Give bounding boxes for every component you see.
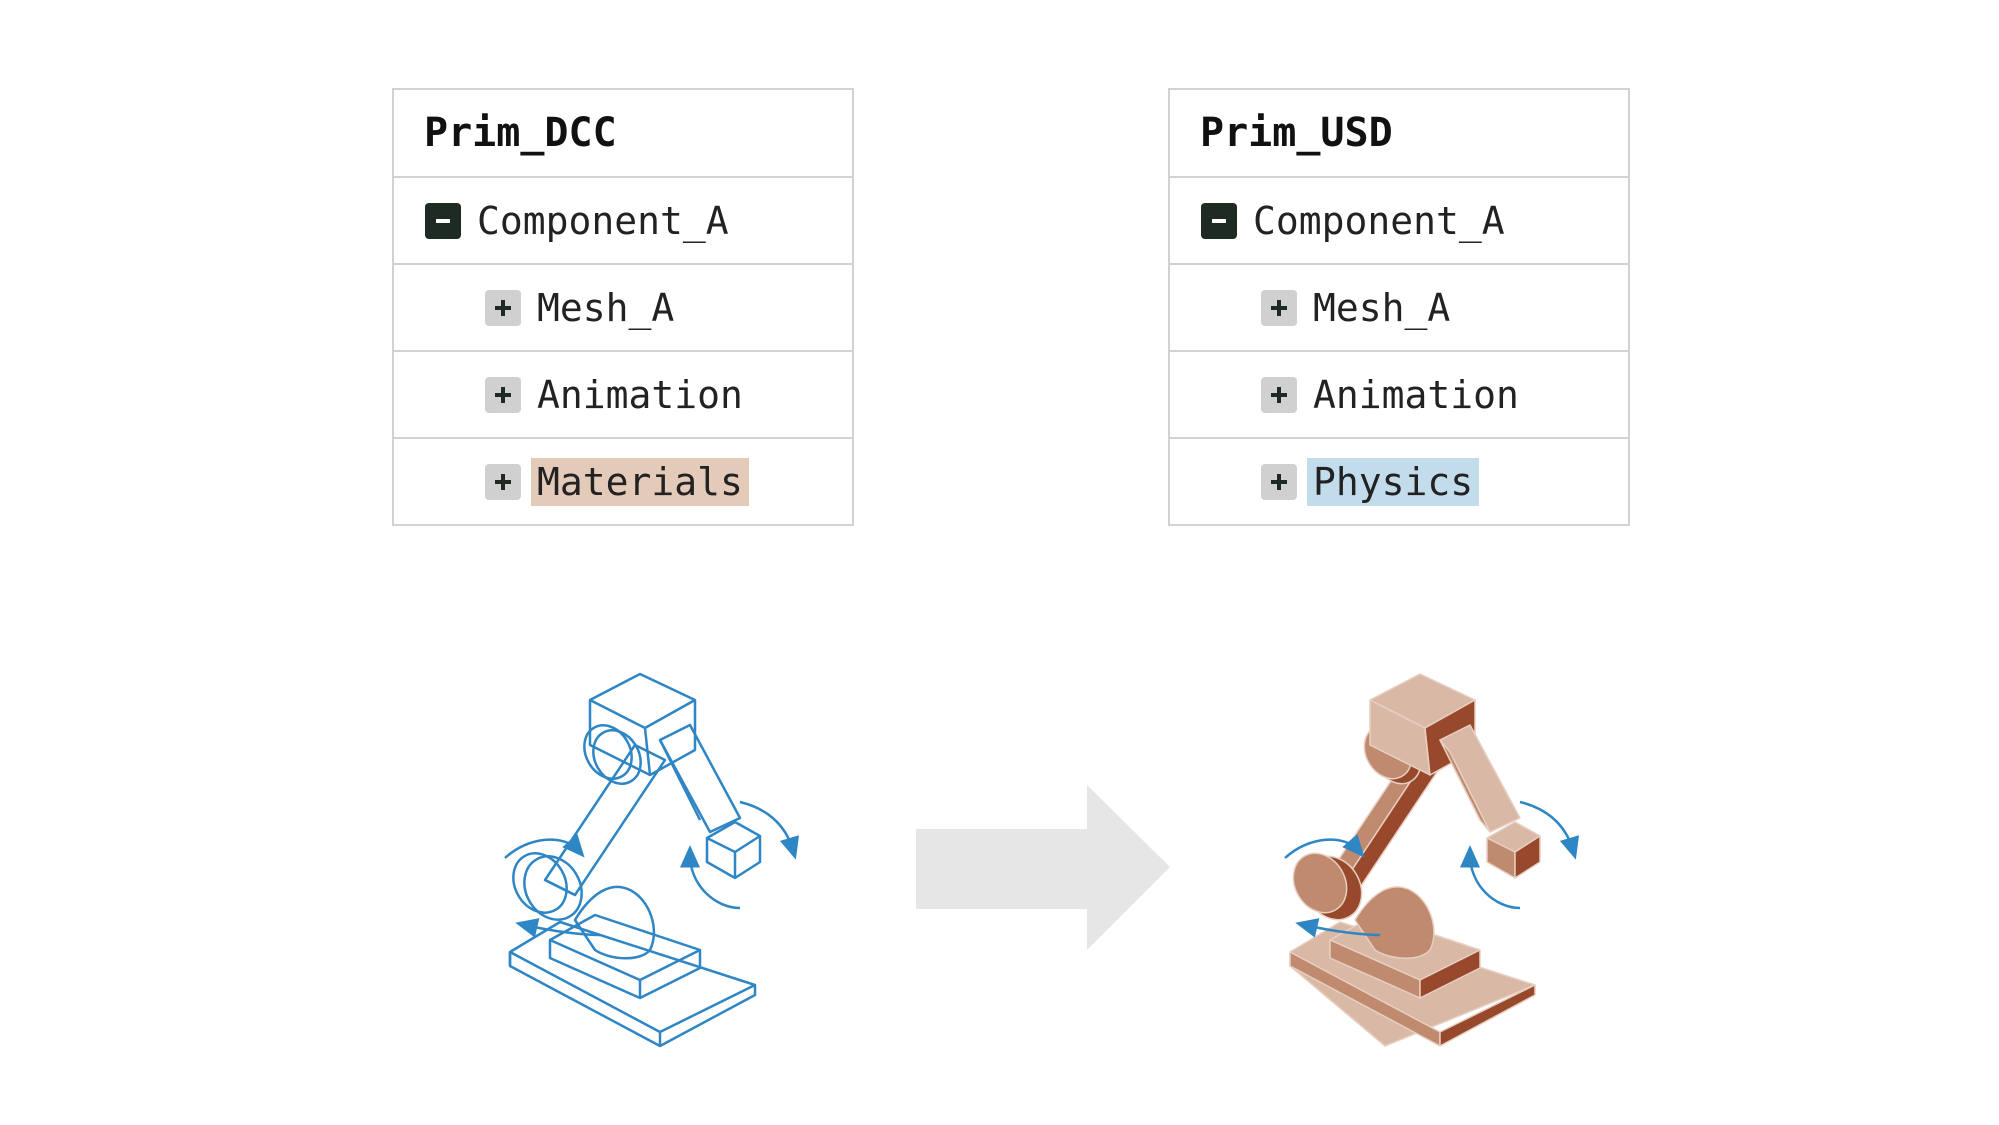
panel-title: Prim_DCC xyxy=(424,110,617,156)
rotation-arrows xyxy=(1284,800,1580,938)
tree-item-label: Animation xyxy=(1313,372,1519,417)
tree-item-materials[interactable]: Materials xyxy=(394,437,852,524)
tree-item-component[interactable]: Component_A xyxy=(394,176,852,263)
tree-item-component[interactable]: Component_A xyxy=(1170,176,1628,263)
tree-item-animation[interactable]: Animation xyxy=(394,350,852,437)
tree-item-label: Mesh_A xyxy=(537,285,675,330)
expand-icon[interactable] xyxy=(1261,463,1297,500)
tree-item-mesh[interactable]: Mesh_A xyxy=(394,263,852,350)
collapse-icon[interactable] xyxy=(425,202,461,239)
expand-icon[interactable] xyxy=(1261,376,1297,413)
expand-icon[interactable] xyxy=(485,289,521,326)
robot-arm-solid-icon xyxy=(1289,673,1541,1047)
prim-usd-panel: Prim_USD Component_A Mesh_A Animation Ph… xyxy=(1168,88,1630,526)
panel-header: Prim_USD xyxy=(1170,90,1628,176)
collapse-icon[interactable] xyxy=(1201,202,1237,239)
robot-arm-outline-icon xyxy=(504,672,800,1048)
tree-item-physics[interactable]: Physics xyxy=(1170,437,1628,524)
tree-item-label: Component_A xyxy=(1253,198,1505,243)
tree-item-animation[interactable]: Animation xyxy=(1170,350,1628,437)
tree-item-label: Mesh_A xyxy=(1313,285,1451,330)
tree-item-label: Component_A xyxy=(477,198,729,243)
tree-item-label: Animation xyxy=(537,372,743,417)
tree-item-label-highlighted: Physics xyxy=(1307,457,1480,506)
tree-item-label-highlighted: Materials xyxy=(531,457,749,506)
tree-item-mesh[interactable]: Mesh_A xyxy=(1170,263,1628,350)
expand-icon[interactable] xyxy=(1261,289,1297,326)
panel-header: Prim_DCC xyxy=(394,90,852,176)
expand-icon[interactable] xyxy=(485,376,521,413)
right-arrow-icon xyxy=(916,785,1170,950)
prim-dcc-panel: Prim_DCC Component_A Mesh_A Animation Ma… xyxy=(392,88,854,526)
panel-title: Prim_USD xyxy=(1200,110,1393,156)
expand-icon[interactable] xyxy=(485,463,521,500)
